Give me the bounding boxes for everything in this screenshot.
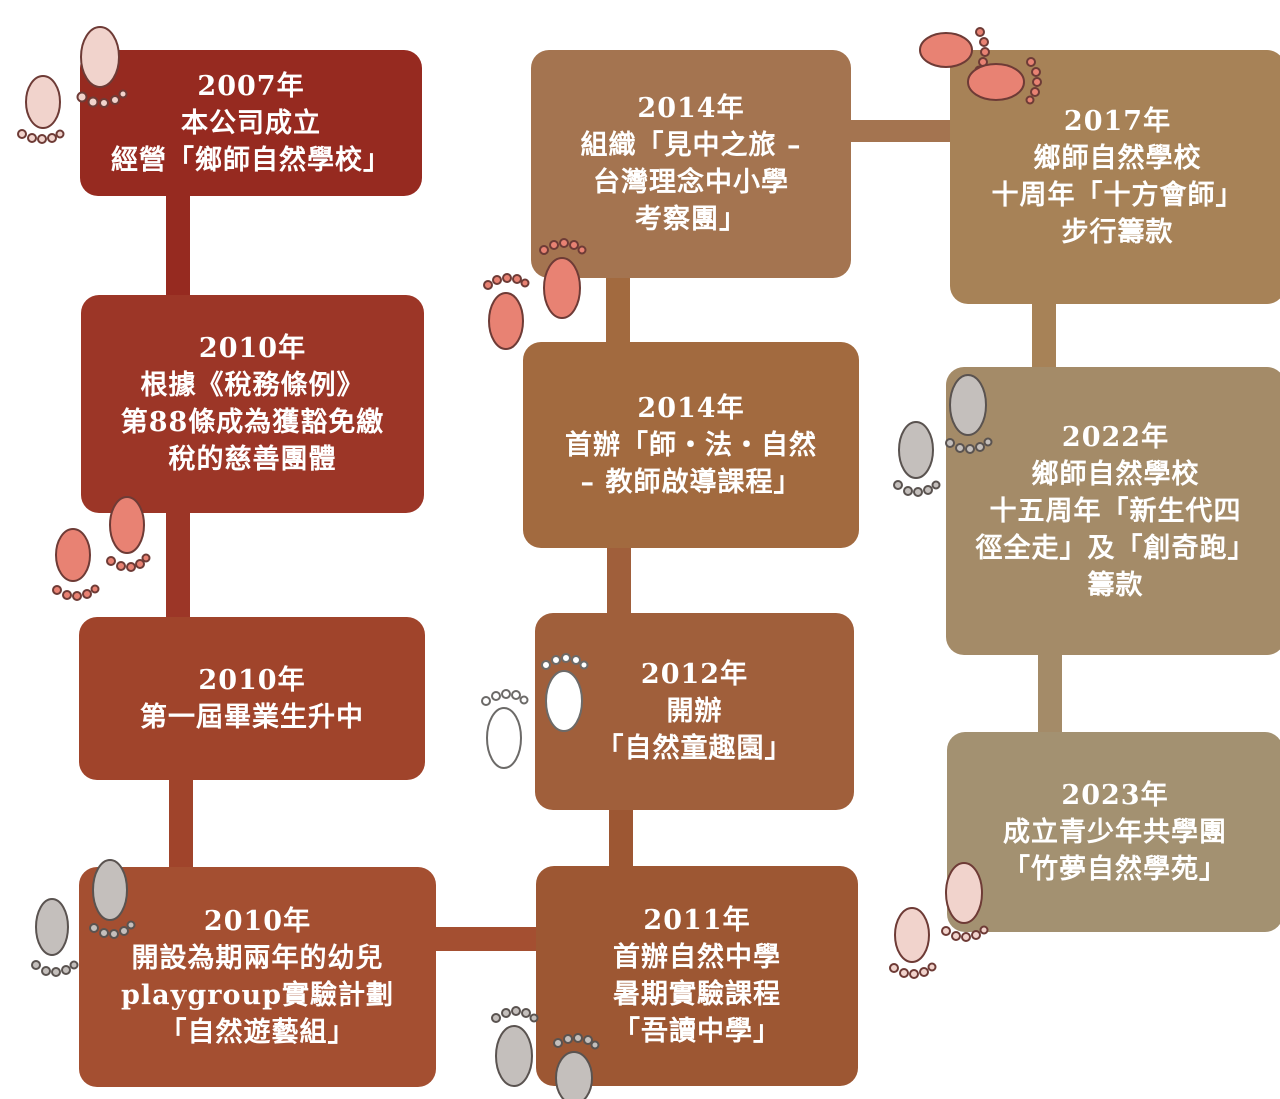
milestone-text: 首辦自然中學: [613, 942, 781, 973]
milestone-year: 2014年: [637, 392, 745, 424]
milestone-text: 首辦「師・法・自然: [565, 429, 817, 461]
connector-2007-2010a: [166, 195, 190, 295]
milestone-text: 「自然童趣園」: [596, 733, 793, 764]
milestone-text: 十周年「十方會師」: [991, 180, 1244, 211]
milestone-2012: 2012年 開辦 「自然童趣園」: [535, 613, 854, 810]
milestone-2014-teacher-course: 2014年 首辦「師・法・自然 – 教師啟導課程」: [523, 342, 859, 548]
footprints-icon: [481, 653, 589, 769]
footprints-icon: [31, 859, 136, 977]
milestone-text: 「竹夢自然學苑」: [1003, 853, 1227, 885]
milestone-text: 籌款: [1087, 569, 1144, 601]
milestone-year: 2010年: [198, 333, 307, 364]
milestone-text: 鄉師自然學校: [1031, 458, 1200, 490]
milestone-text: 考察團」: [635, 204, 747, 235]
footprints-icon: [52, 496, 151, 601]
milestone-text: 經營「鄉師自然學校」: [111, 144, 391, 176]
milestone-text: playgroup實驗計劃: [121, 980, 394, 1011]
milestone-text: 本公司成立: [181, 107, 321, 139]
milestone-text: 徑全走」及「創奇跑」: [975, 532, 1256, 564]
connector-2014b-2014a: [606, 278, 630, 342]
connector-2012-2014b: [607, 548, 631, 613]
milestone-2011: 2011年 首辦自然中學 暑期實驗課程 「吾讀中學」: [536, 866, 858, 1086]
milestone-year: 2017年: [1063, 106, 1172, 137]
milestone-text: 根據《稅務條例》: [140, 370, 365, 401]
milestone-text: 鄉師自然學校: [1033, 143, 1202, 174]
milestone-text: 暑期實驗課程: [613, 979, 781, 1010]
milestone-year: 2011年: [643, 905, 751, 936]
milestone-text: 開設為期兩年的幼兒: [131, 943, 384, 974]
connector-2010a-2010b: [166, 513, 190, 617]
milestone-text: – 教師啟導課程」: [580, 466, 802, 498]
footprints-icon: [889, 862, 989, 979]
connector-2022-2023: [1038, 655, 1062, 732]
connector-2010c-2011: [435, 927, 537, 951]
connector-2017-2022: [1032, 304, 1056, 367]
milestone-year: 2007年: [197, 70, 305, 102]
milestone-year: 2014年: [637, 93, 745, 124]
milestone-2023: 2023年 成立青少年共學團 「竹夢自然學苑」: [947, 732, 1280, 932]
milestone-text: 第一屆畢業生升中: [140, 701, 364, 733]
connector-2010b-2010c: [169, 780, 193, 867]
milestone-text: 組織「見中之旅 –: [580, 130, 802, 161]
milestone-text: 「吾讀中學」: [613, 1016, 781, 1047]
footprints-icon: [893, 374, 993, 497]
milestone-text: 第88條成為獲豁免繳: [120, 407, 385, 438]
milestone-2014-taiwan-tour: 2014年 組織「見中之旅 – 台灣理念中小學 考察團」: [531, 50, 851, 278]
milestone-text: 「自然遊藝組」: [159, 1017, 356, 1048]
milestone-text: 步行籌款: [1061, 217, 1174, 248]
milestone-2010-graduates: 2010年 第一屆畢業生升中: [79, 617, 425, 780]
milestone-text: 開辦: [666, 696, 723, 727]
footprints-icon: [483, 238, 587, 350]
footprints-icon: [491, 1006, 600, 1099]
milestone-2010-playgroup: 2010年 開設為期兩年的幼兒 playgroup實驗計劃 「自然遊藝組」: [79, 867, 436, 1087]
milestone-year: 2023年: [1061, 779, 1169, 811]
milestone-text: 成立青少年共學團: [1003, 816, 1227, 848]
milestone-text: 十五周年「新生代四: [989, 495, 1242, 527]
milestone-year: 2010年: [198, 664, 306, 696]
milestone-text: 台灣理念中小學: [593, 167, 789, 198]
footprints-icon: [17, 26, 128, 144]
milestone-year: 2022年: [1061, 421, 1170, 453]
connector-2011-2012: [609, 810, 633, 868]
footprints-icon: [919, 27, 1042, 105]
milestone-2022: 2022年 鄉師自然學校 十五周年「新生代四 徑全走」及「創奇跑」 籌款: [946, 367, 1280, 655]
milestone-year: 2012年: [640, 659, 749, 690]
milestone-2010-charity: 2010年 根據《稅務條例》 第88條成為獲豁免繳 稅的慈善團體: [81, 295, 424, 513]
milestone-text: 稅的慈善團體: [168, 444, 337, 475]
connector-2014a-2017: [851, 120, 950, 142]
milestone-year: 2010年: [203, 906, 312, 937]
milestone-2007: 2007年 本公司成立 經營「鄉師自然學校」: [80, 50, 422, 196]
